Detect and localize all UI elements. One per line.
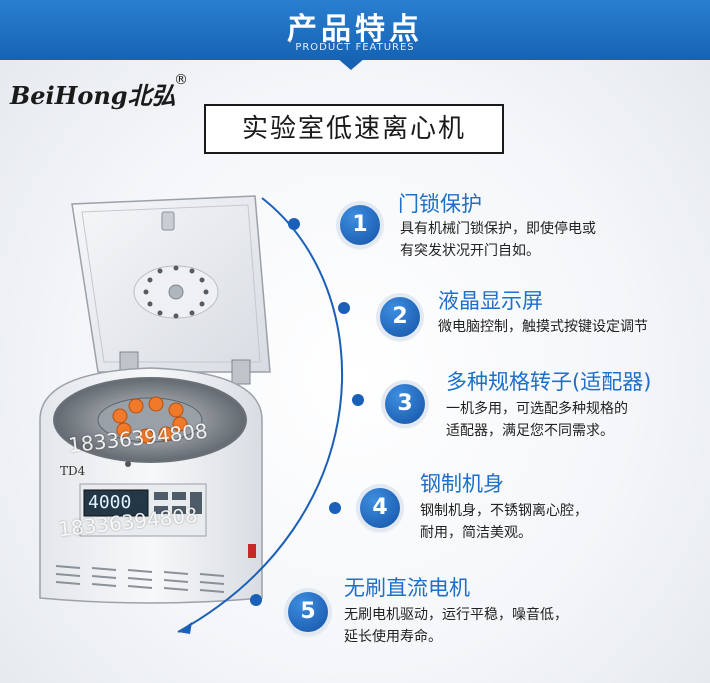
feature-1-desc-line2: 有突发状况开门自如。 xyxy=(400,243,540,259)
body-vents xyxy=(55,565,225,593)
feature-1-title: 门锁保护 xyxy=(398,192,482,216)
feature-3-desc-line1: 一机多用，可选配多种规格的 xyxy=(446,401,628,417)
feature-3-badge: 3 xyxy=(385,384,425,424)
feature-2-badge: 2 xyxy=(380,297,420,337)
product-name-box: 实验室低速离心机 xyxy=(204,104,504,154)
registered-mark: ® xyxy=(174,72,188,88)
feature-5-desc-line1: 无刷电机驱动，运行平稳，噪音低， xyxy=(344,607,568,623)
centrifuge-lid xyxy=(71,195,271,373)
lock-knob xyxy=(125,461,131,467)
right-hinge xyxy=(231,359,251,385)
banner-title: 产品特点 xyxy=(287,12,423,47)
sample-tubes xyxy=(112,396,188,444)
feature-5-title: 无刷直流电机 xyxy=(344,576,470,600)
feature-5-desc-line2: 延长使用寿命。 xyxy=(344,629,442,645)
feature-4-desc-line1: 钢制机身，不锈钢离心腔， xyxy=(420,503,588,519)
side-switch xyxy=(248,544,256,558)
keypad-buttons xyxy=(154,492,202,514)
feature-1-desc-line1: 具有机械门锁保护，即使停电或 xyxy=(400,221,596,237)
feature-4-badge: 4 xyxy=(360,488,400,528)
feature-4-title: 钢制机身 xyxy=(420,472,504,496)
banner-subtitle: PRODUCT FEATURES xyxy=(295,42,415,53)
feature-3-title: 多种规格转子(适配器) xyxy=(446,370,652,394)
lcd-readout: 4000 xyxy=(88,492,132,513)
feature-2-title: 液晶显示屏 xyxy=(438,289,543,313)
header-banner xyxy=(0,0,710,60)
lid-vent-holes xyxy=(143,265,209,319)
feature-3-desc-line2: 适配器，满足您不同需求。 xyxy=(446,423,614,439)
lcd-display xyxy=(83,489,149,517)
brand-logo: BeiHong北弘 xyxy=(10,81,176,110)
arc-dots xyxy=(250,218,364,606)
feature-4-desc-line2: 耐用，简洁美观。 xyxy=(420,525,532,541)
banner-notch xyxy=(337,58,365,70)
feature-2-desc-line1: 微电脑控制，触摸式按键设定调节 xyxy=(438,319,648,335)
model-label: TD4 xyxy=(60,464,86,478)
arc-arrowhead xyxy=(178,622,192,634)
feature-5-badge: 5 xyxy=(288,592,328,632)
feature-arc xyxy=(177,197,344,633)
feature-1-badge: 1 xyxy=(340,205,380,245)
